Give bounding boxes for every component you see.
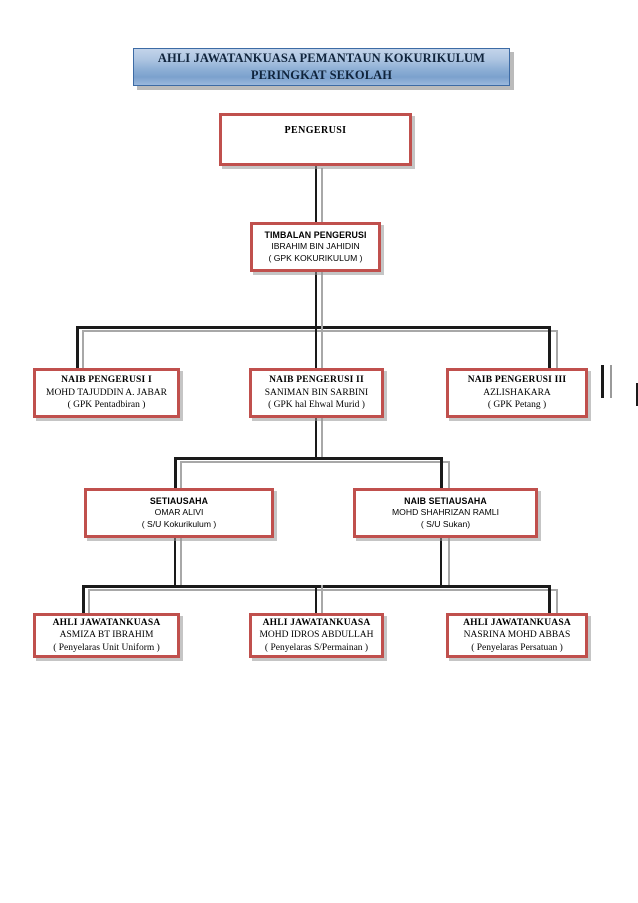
node-ahli-jawatankuasa-3-title: AHLI JAWATANKUASA [463, 617, 571, 628]
node-ahli-jawatankuasa-3-role: ( Penyelaras Persatuan ) [471, 642, 563, 653]
chart-header-banner: AHLI JAWATANKUASA PEMANTAUN KOKURIKULUM … [133, 48, 510, 86]
node-naib-pengerusi-2-role: ( GPK hal Ehwal Murid ) [268, 400, 365, 411]
connector-naib2-drop [315, 326, 317, 368]
node-setiausaha[interactable]: SETIAUSAHA OMAR ALIVI ( S/U Kokurikulum … [84, 488, 274, 538]
connector-setiausaha-drop [174, 457, 177, 488]
node-ahli-jawatankuasa-3[interactable]: AHLI JAWATANKUASA NASRINA MOHD ABBAS ( P… [446, 613, 588, 658]
node-naib-pengerusi-3-role: ( GPK Petang ) [487, 400, 547, 411]
connector-shadow-ahli3-drop [556, 589, 558, 613]
node-naib-pengerusi-3-name: AZLISHAKARA [483, 387, 551, 398]
connector-stub-right-2 [610, 365, 612, 398]
node-naib-pengerusi-2-name: SANIMAN BIN SARBINI [264, 387, 369, 398]
node-timbalan-pengerusi-title: TIMBALAN PENGERUSI [264, 229, 367, 240]
node-naib-pengerusi-2-title: NAIB PENGERUSI II [269, 375, 364, 386]
node-naib-pengerusi-1[interactable]: NAIB PENGERUSI I MOHD TAJUDDIN A. JABAR … [33, 368, 180, 418]
node-ahli-jawatankuasa-3-name: NASRINA MOHD ABBAS [463, 630, 571, 641]
connector-shadow-naib2-drop [321, 326, 323, 368]
node-naib-pengerusi-1-role: ( GPK Pentadbiran ) [67, 400, 146, 411]
node-setiausaha-title: SETIAUSAHA [149, 495, 209, 506]
node-naib-pengerusi-1-name: MOHD TAJUDDIN A. JABAR [46, 387, 167, 398]
connector-naib-setiausaha-drop [440, 457, 443, 488]
connector-ahli3-drop [548, 585, 551, 613]
connector-shadow-naib1-drop [82, 330, 84, 368]
chart-header-line2: PERINGKAT SEKOLAH [250, 68, 393, 82]
node-pengerusi[interactable]: PENGERUSI [219, 113, 412, 166]
connector-naib2-su-drop [315, 418, 317, 460]
node-timbalan-pengerusi[interactable]: TIMBALAN PENGERUSI IBRAHIM BIN JAHIDIN (… [250, 222, 381, 272]
connector-pengerusi-timbalan [315, 166, 317, 222]
node-naib-setiausaha-name: MOHD SHAHRIZAN RAMLI [392, 507, 499, 518]
node-naib-setiausaha-title: NAIB SETIAUSAHA [404, 495, 487, 506]
connector-shadow-naib-setiausaha-down [448, 538, 450, 586]
connector-shadow-setiausaha-down [180, 538, 182, 586]
chart-header-line1: AHLI JAWATANKUASA PEMANTAUN KOKURIKULUM [157, 51, 486, 66]
connector-shadow-naib3-drop [556, 330, 558, 368]
node-timbalan-pengerusi-name: IBRAHIM BIN JAHIDIN [271, 241, 360, 252]
node-naib-pengerusi-3-title: NAIB PENGERUSI III [467, 375, 567, 386]
connector-ahli1-drop [82, 585, 85, 613]
node-pengerusi-title: PENGERUSI [284, 125, 347, 136]
connector-naib-bus [76, 326, 550, 329]
connector-shadow-ahli2-drop [321, 585, 323, 613]
node-ahli-jawatankuasa-2-role: ( Penyelaras S/Permainan ) [264, 642, 369, 653]
node-ahli-jawatankuasa-1-name: ASMIZA BT IBRAHIM [59, 630, 154, 641]
connector-shadow-naib-bus [82, 330, 556, 332]
node-ahli-jawatankuasa-1-role: ( Penyelaras Unit Uniform ) [53, 642, 160, 653]
node-ahli-jawatankuasa-2-name: MOHD IDROS ABDULLAH [259, 630, 374, 641]
node-setiausaha-name: OMAR ALIVI [154, 507, 204, 518]
connector-shadow-naib2-su-drop [321, 418, 323, 460]
connector-shadow-su-bus [180, 461, 448, 463]
connector-shadow-ahli1-drop [88, 589, 90, 613]
node-naib-setiausaha-role: ( S/U Sukan) [420, 518, 471, 529]
chart-header-text: AHLI JAWATANKUASA PEMANTAUN KOKURIKULUM … [152, 50, 491, 84]
connector-shadow-pengerusi-timbalan [321, 168, 323, 222]
node-ahli-jawatankuasa-1-title: AHLI JAWATANKUASA [52, 617, 161, 628]
connector-ahli2-drop [315, 585, 317, 613]
node-ahli-jawatankuasa-2[interactable]: AHLI JAWATANKUASA MOHD IDROS ABDULLAH ( … [249, 613, 384, 658]
connector-naib-setiausaha-down [440, 538, 442, 586]
connector-shadow-setiausaha-drop [180, 461, 182, 488]
connector-naib3-drop [548, 326, 551, 368]
node-naib-pengerusi-2[interactable]: NAIB PENGERUSI II SANIMAN BIN SARBINI ( … [249, 368, 384, 418]
connector-stub-right-1 [601, 365, 604, 398]
node-ahli-jawatankuasa-2-title: AHLI JAWATANKUASA [262, 617, 371, 628]
node-naib-pengerusi-3[interactable]: NAIB PENGERUSI III AZLISHAKARA ( GPK Pet… [446, 368, 588, 418]
connector-su-bus [174, 457, 442, 460]
connector-shadow-naib-setiausaha-drop [448, 461, 450, 488]
connector-naib1-drop [76, 326, 79, 368]
connector-setiausaha-down [174, 538, 176, 586]
connector-timbalan-drop [315, 272, 317, 326]
node-naib-pengerusi-1-title: NAIB PENGERUSI I [61, 375, 152, 386]
node-setiausaha-role: ( S/U Kokurikulum ) [141, 518, 217, 529]
connector-stub-right-3 [636, 383, 638, 406]
node-naib-setiausaha[interactable]: NAIB SETIAUSAHA MOHD SHAHRIZAN RAMLI ( S… [353, 488, 538, 538]
node-ahli-jawatankuasa-1[interactable]: AHLI JAWATANKUASA ASMIZA BT IBRAHIM ( Pe… [33, 613, 180, 658]
connector-shadow-timbalan-drop [321, 272, 323, 326]
node-timbalan-pengerusi-role: ( GPK KOKURIKULUM ) [268, 252, 363, 263]
